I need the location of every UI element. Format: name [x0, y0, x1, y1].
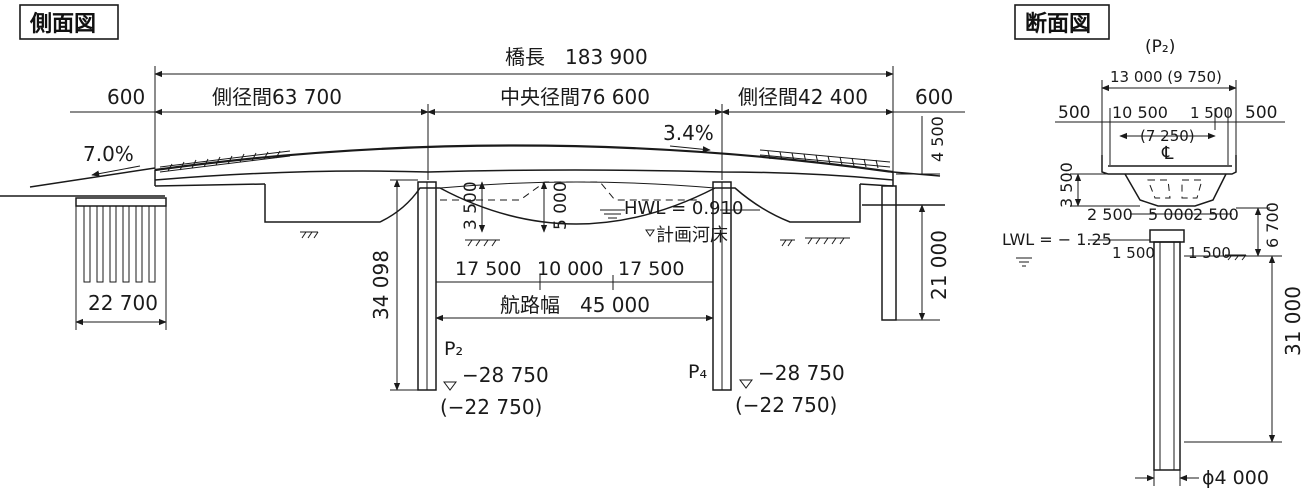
right-end-label: 600 — [915, 85, 953, 109]
right-railing — [759, 149, 891, 169]
section-view-title-box — [1014, 4, 1110, 40]
deck-top — [154, 144, 894, 174]
depth-a-label: 3 500 — [461, 181, 481, 230]
sub-dim-1-label: 17 500 — [455, 258, 521, 280]
left-approach-road — [29, 167, 156, 188]
p2-level-paren-label: (−22 750) — [440, 395, 542, 419]
slope-left-arrow — [91, 165, 141, 177]
p4-level-label: −28 750 — [758, 361, 845, 385]
girder-depth-label: 3 500 — [1057, 162, 1076, 208]
pier-cap — [1149, 229, 1185, 243]
slope-right-label: 3.4% — [663, 121, 714, 145]
channel-width-label: 航路幅 45 000 — [500, 293, 650, 317]
pier-height-label: 34 098 — [369, 250, 393, 320]
side-view-title: 側面図 — [29, 12, 96, 37]
pier-shaft — [1153, 241, 1181, 471]
p4-level-marker — [739, 379, 753, 389]
slope-right-arrow — [669, 145, 711, 153]
pier-p2-label: P₂ — [444, 338, 463, 360]
base-left-label: 2 500 — [1087, 205, 1133, 224]
abutment-width-label: 22 700 — [88, 291, 158, 315]
width-10500-label: 10 500 — [1112, 103, 1168, 122]
pier-diameter-label: ϕ4 000 — [1202, 467, 1269, 488]
sub-dim-2-label: 10 000 — [537, 258, 603, 280]
depth-b-label: 5 000 — [551, 181, 571, 230]
side-view: 側面図 橋長 183 900 600 側径間63 700 中央径間76 600 … — [0, 4, 965, 419]
center-span-label: 中央径間76 600 — [500, 85, 650, 109]
side-view-title-box — [19, 4, 119, 40]
shaft-height-label: 31 000 — [1281, 286, 1305, 356]
lwl-label: LWL = − 1.25 — [1002, 230, 1112, 249]
left-end-label: 600 — [107, 85, 145, 109]
clearance-outline — [440, 181, 700, 201]
section-view-title: 断面図 — [1025, 11, 1091, 37]
centerline-symbol: ℄ — [1161, 143, 1174, 164]
deck-soffit-line — [154, 169, 894, 181]
pier-top-height-label: 6 700 — [1263, 202, 1282, 248]
p4-level-paren-label: (−22 750) — [735, 393, 837, 417]
box-cell-left — [1147, 179, 1171, 199]
base-center-label: 5 000 — [1148, 205, 1194, 224]
width-1500-top-label: 1 500 — [1190, 104, 1233, 122]
right-overhang-label: 500 — [1245, 103, 1277, 123]
girder-inner-curve — [439, 181, 716, 189]
pier-offset-left-label: 1 500 — [1112, 244, 1155, 262]
left-railing — [159, 150, 291, 173]
pier-p4-label: P₄ — [688, 361, 707, 383]
left-abutment-piles — [83, 206, 156, 283]
girder-bottom-profile — [264, 184, 861, 225]
box-girder-outline — [1124, 173, 1227, 207]
abutment-height-label: 21 000 — [927, 230, 951, 300]
bridge-length-label: 橋長 183 900 — [505, 45, 648, 69]
hwl-label: HWL = 0.910 — [624, 198, 743, 219]
width-7250-label: (7 250) — [1140, 127, 1195, 145]
slope-left-label: 7.0% — [83, 142, 134, 166]
right-span-label: 側径間42 400 — [738, 85, 868, 109]
p2-level-marker — [443, 381, 457, 391]
total-width-label: 13 000 (9 750) — [1110, 68, 1222, 86]
pier-offset-right-label: 1 500 — [1188, 244, 1231, 262]
box-cell-right — [1181, 179, 1203, 199]
riverbed-label: 計画河床 — [656, 225, 728, 246]
sub-dim-3-label: 17 500 — [618, 258, 684, 280]
riverbed-hatch — [300, 231, 850, 247]
riverbed-marker — [645, 229, 655, 237]
right-abutment — [881, 185, 897, 321]
p2-level-label: −28 750 — [462, 363, 549, 387]
left-abutment-footing — [75, 197, 167, 207]
section-pier-label: (P₂) — [1145, 37, 1175, 57]
base-right-label: 2 500 — [1193, 205, 1239, 224]
deck-left-bottom — [154, 183, 266, 187]
left-span-label: 側径間63 700 — [212, 85, 342, 109]
deck-slab-outline — [1101, 155, 1237, 175]
section-view: 断面図 (P₂) 13 000 (9 750) 500 10 500 1 500… — [1002, 4, 1305, 488]
right-height-label: 4 500 — [928, 116, 947, 162]
left-overhang-label: 500 — [1058, 103, 1090, 123]
